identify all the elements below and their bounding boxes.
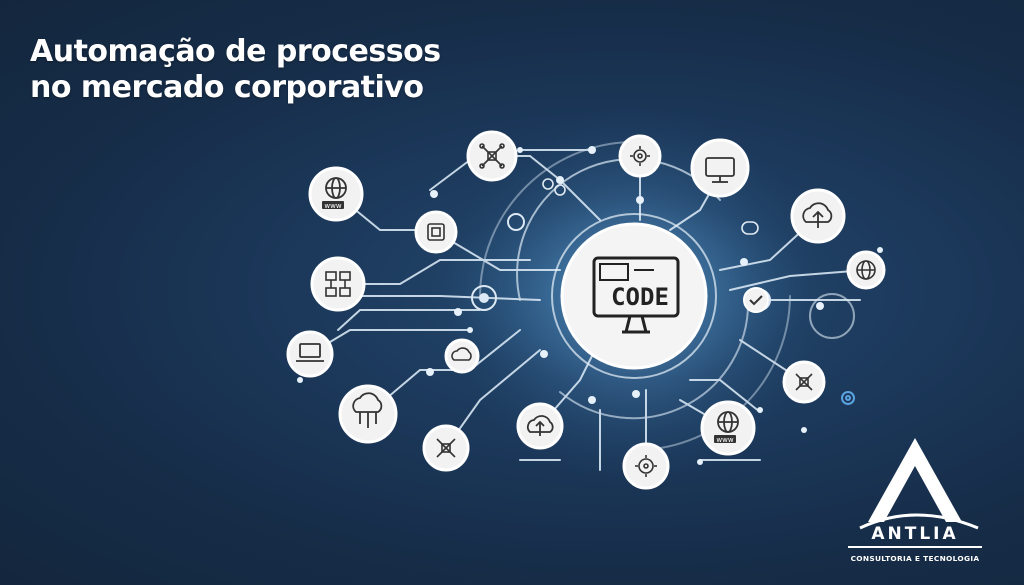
headline-line-2: no mercado corporativo bbox=[30, 70, 424, 105]
globe-node-right bbox=[846, 250, 886, 290]
cloud-network-icon bbox=[352, 392, 383, 428]
circuit-node-right bbox=[782, 360, 826, 404]
cloud-upload-icon bbox=[802, 202, 833, 228]
settings-node-bottom bbox=[622, 442, 670, 490]
globe-www-node: www bbox=[308, 166, 364, 222]
center-code-label: CODE bbox=[611, 283, 669, 311]
cloud-upload-node-bottom bbox=[516, 402, 564, 450]
globe-icon bbox=[856, 260, 876, 280]
circuit-node-bottom bbox=[422, 424, 470, 472]
network-icon bbox=[325, 271, 351, 297]
antlia-logo: ANTLIA CONSULTORIA E TECNOLOGIA bbox=[840, 432, 990, 582]
headline: Automação de processos no mercado corpor… bbox=[30, 34, 441, 106]
cloud-network-node bbox=[338, 384, 398, 444]
gear-icon bbox=[630, 146, 650, 166]
headline-line-1: Automação de processos bbox=[30, 34, 441, 69]
globe-icon bbox=[717, 411, 739, 433]
circuit-icon bbox=[436, 438, 456, 458]
cloud-icon bbox=[451, 347, 472, 361]
gear-icon bbox=[635, 455, 657, 477]
logo-tagline: CONSULTORIA E TECNOLOGIA bbox=[850, 554, 980, 563]
icon-nodes: www bbox=[286, 130, 886, 490]
check-node bbox=[743, 287, 769, 313]
www-label: www bbox=[716, 436, 733, 444]
network-devices-node bbox=[310, 256, 366, 312]
www-label: www bbox=[324, 202, 341, 210]
circuit-dots bbox=[297, 146, 883, 465]
code-monitor-icon bbox=[592, 256, 680, 334]
antlia-a-mark-icon bbox=[848, 438, 982, 548]
cloud-upload-icon bbox=[526, 415, 554, 436]
globe-icon bbox=[325, 177, 347, 199]
monitor-node-top-right bbox=[690, 138, 750, 198]
circuit-icon bbox=[479, 143, 505, 169]
center-code-node: CODE bbox=[551, 213, 717, 379]
monitor-icon bbox=[705, 157, 735, 183]
laptop-node bbox=[286, 330, 334, 378]
logo-name: ANTLIA bbox=[871, 524, 959, 544]
cloud-node-small bbox=[444, 338, 480, 374]
laptop-icon bbox=[296, 343, 324, 362]
settings-node-top bbox=[618, 134, 662, 178]
globe-www-node-bottom: www bbox=[700, 400, 756, 456]
circuit-node-top bbox=[466, 130, 518, 182]
toggle-icon-small bbox=[542, 178, 759, 235]
gear-icon-small bbox=[841, 391, 855, 405]
circuit-icon bbox=[795, 373, 813, 391]
cloud-node-right bbox=[790, 188, 846, 244]
chip-icon bbox=[427, 223, 445, 241]
processor-node bbox=[414, 210, 458, 254]
check-icon bbox=[749, 295, 763, 306]
